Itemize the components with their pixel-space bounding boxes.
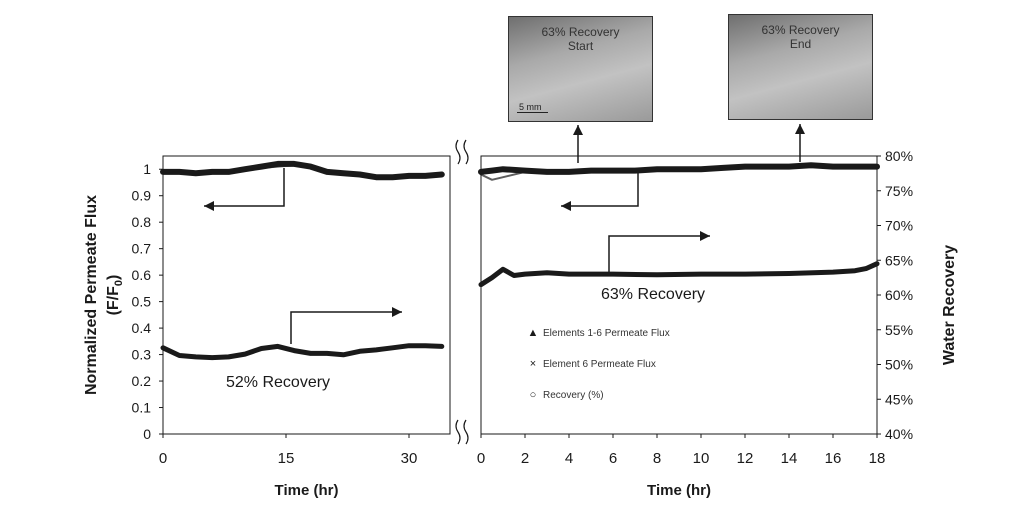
right-tick-label: 40% xyxy=(885,426,913,442)
photo-end: 63% Recovery End xyxy=(728,14,873,120)
left-tick-label: 0.3 xyxy=(132,347,152,363)
series-line-1-2 xyxy=(478,261,880,288)
x-tick-label: 16 xyxy=(825,450,842,467)
right-tick-label: 80% xyxy=(885,148,913,164)
arrow-photo-start-head xyxy=(573,125,583,135)
legend-marker: × xyxy=(530,358,536,370)
photo-scale-bar: 5 mm xyxy=(517,102,548,113)
series-line-1-1 xyxy=(480,165,878,181)
right-axis-label: Water Recovery xyxy=(941,245,958,365)
right-tick-label: 55% xyxy=(885,322,913,338)
left-tick-label: 0 xyxy=(143,426,151,442)
left-tick-label: 0.9 xyxy=(132,188,152,204)
series-line-0-2 xyxy=(160,343,445,361)
photo-end-line1: 63% Recovery xyxy=(761,23,840,37)
arrow-recovery-right-panel2-head xyxy=(700,231,710,241)
left-tick-label: 0.7 xyxy=(132,241,152,257)
x-tick-label: 15 xyxy=(278,450,295,467)
photo-end-caption: 63% Recovery End xyxy=(729,23,872,51)
arrow-flux-left-panel1-head xyxy=(204,201,214,211)
arrow-flux-left-panel2-head xyxy=(561,201,571,211)
arrow-photo-end-head xyxy=(795,124,805,134)
left-tick-label: 1 xyxy=(143,161,151,177)
left-tick-label: 0.2 xyxy=(132,373,152,389)
left-axis-label-unit: (F/F0) xyxy=(105,275,125,316)
x-tick-label: 14 xyxy=(781,450,798,467)
left-axis-label: Normalized Permeate Flux xyxy=(83,195,100,395)
photo-end-line2: End xyxy=(789,37,812,51)
photo-start-line1: 63% Recovery xyxy=(541,25,620,39)
right-tick-label: 75% xyxy=(885,183,913,199)
legend-marker: ▲ xyxy=(528,327,539,339)
x-tick-label: 30 xyxy=(401,450,418,467)
legend-label: Element 6 Permeate Flux xyxy=(543,359,656,370)
left-axis-unit-end: ) xyxy=(105,275,122,280)
x-tick-label: 18 xyxy=(869,450,886,467)
x-tick-label: 2 xyxy=(521,450,529,467)
axis-break-mark xyxy=(455,139,461,165)
legend-label: Elements 1-6 Permeate Flux xyxy=(543,328,670,339)
axis-break-mark xyxy=(455,419,461,445)
arrow-flux-left-panel1 xyxy=(204,168,285,207)
x-tick-label: 12 xyxy=(737,450,754,467)
left-tick-label: 0.1 xyxy=(132,400,152,416)
x-axis-label: Time (hr) xyxy=(647,482,711,499)
axis-break-mark xyxy=(463,419,469,445)
x-tick-label: 6 xyxy=(609,450,617,467)
right-tick-label: 60% xyxy=(885,287,913,303)
axis-break-mark xyxy=(463,139,469,165)
right-tick-label: 65% xyxy=(885,252,913,268)
left-tick-label: 0.4 xyxy=(132,320,152,336)
left-axis-unit-sub: 0 xyxy=(113,280,125,286)
series-line-0-1 xyxy=(162,164,443,180)
x-tick-label: 10 xyxy=(693,450,710,467)
left-tick-label: 0.8 xyxy=(132,214,152,230)
photo-start-line2: Start xyxy=(567,39,594,53)
x-tick-label: 4 xyxy=(565,450,573,467)
annotation-63-recovery: 63% Recovery xyxy=(601,286,705,303)
right-tick-label: 70% xyxy=(885,218,913,234)
photo-start-caption: 63% Recovery Start xyxy=(509,25,652,53)
right-tick-label: 50% xyxy=(885,357,913,373)
left-axis-unit-main: (F/F xyxy=(105,286,122,316)
arrow-recovery-right-panel1-head xyxy=(392,307,402,317)
legend-label: Recovery (%) xyxy=(543,390,604,401)
right-tick-label: 45% xyxy=(885,391,913,407)
x-tick-label: 0 xyxy=(477,450,485,467)
left-tick-label: 0.6 xyxy=(132,267,152,283)
annotation-52-recovery: 52% Recovery xyxy=(226,374,330,391)
panel-frame-0 xyxy=(162,155,451,435)
left-tick-label: 0.5 xyxy=(132,294,152,310)
photo-start: 63% Recovery Start 5 mm xyxy=(508,16,653,122)
arrow-recovery-right-panel1 xyxy=(290,311,402,344)
legend-marker: ○ xyxy=(530,389,537,401)
arrow-recovery-right-panel2 xyxy=(608,235,710,274)
x-axis-label: Time (hr) xyxy=(275,482,339,499)
x-tick-label: 0 xyxy=(159,450,167,467)
arrow-flux-left-panel2 xyxy=(561,170,639,207)
x-tick-label: 8 xyxy=(653,450,661,467)
